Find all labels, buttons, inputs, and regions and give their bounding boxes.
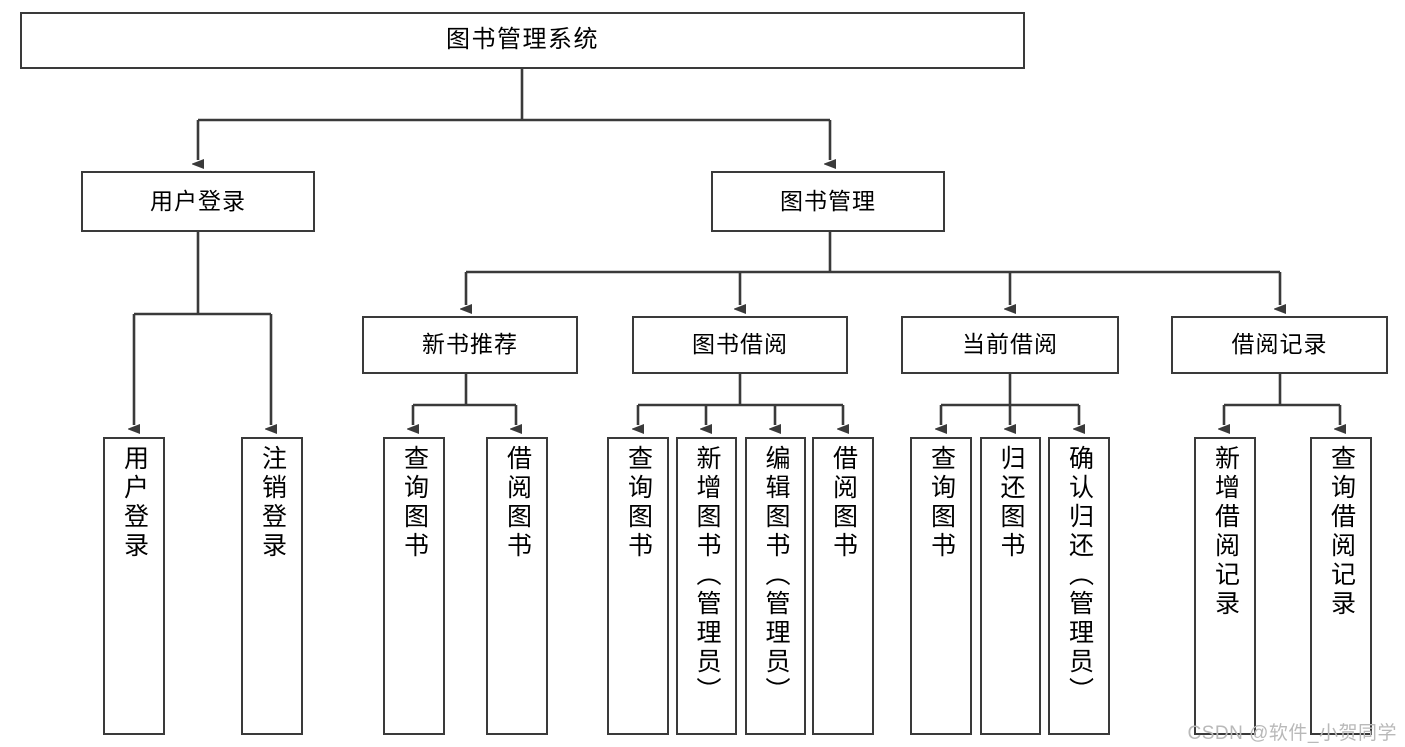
node-leaf-add-borrow-record[interactable]: 新增借阅记录	[1194, 437, 1256, 735]
node-label: 当前借阅	[962, 331, 1058, 358]
node-leaf-query-book-2[interactable]: 查询图书	[607, 437, 669, 735]
node-label: 图书管理系统	[446, 26, 599, 54]
node-label: 查询图书	[927, 445, 956, 561]
node-book-manage[interactable]: 图书管理	[711, 171, 945, 232]
node-leaf-query-borrow-record[interactable]: 查询借阅记录	[1310, 437, 1372, 735]
node-label: 确认归还（管理员）	[1065, 445, 1094, 706]
node-label: 新增借阅记录	[1211, 445, 1240, 619]
node-label: 归还图书	[997, 445, 1025, 561]
node-book-borrow[interactable]: 图书借阅	[632, 316, 848, 374]
node-leaf-return-book[interactable]: 归还图书	[980, 437, 1041, 735]
node-label: 新增图书（管理员）	[693, 445, 721, 706]
node-label: 借阅图书	[503, 445, 532, 561]
node-user-login[interactable]: 用户登录	[81, 171, 315, 232]
node-label: 查询借阅记录	[1327, 445, 1356, 619]
node-current-borrow[interactable]: 当前借阅	[901, 316, 1119, 374]
node-label: 图书借阅	[692, 331, 788, 358]
node-leaf-borrow-book-2[interactable]: 借阅图书	[812, 437, 874, 735]
node-label: 查询图书	[400, 445, 429, 561]
node-new-book-recommend[interactable]: 新书推荐	[362, 316, 578, 374]
node-label: 借阅图书	[829, 445, 858, 561]
node-leaf-confirm-return[interactable]: 确认归还（管理员）	[1048, 437, 1110, 735]
node-leaf-user-login[interactable]: 用户登录	[103, 437, 165, 735]
node-label: 新书推荐	[422, 331, 518, 358]
node-leaf-query-book-1[interactable]: 查询图书	[383, 437, 445, 735]
node-label: 查询图书	[624, 445, 653, 561]
node-label: 借阅记录	[1231, 331, 1328, 358]
node-root-system[interactable]: 图书管理系统	[20, 12, 1025, 69]
node-label: 用户登录	[150, 187, 246, 214]
node-leaf-edit-book[interactable]: 编辑图书（管理员）	[745, 437, 806, 735]
node-label: 用户登录	[120, 445, 149, 561]
node-leaf-logout-login[interactable]: 注销登录	[241, 437, 303, 735]
node-label: 编辑图书（管理员）	[762, 445, 790, 706]
node-leaf-add-book[interactable]: 新增图书（管理员）	[676, 437, 737, 735]
node-label: 注销登录	[258, 445, 287, 561]
node-label: 图书管理	[780, 187, 876, 214]
node-leaf-query-book-3[interactable]: 查询图书	[910, 437, 972, 735]
node-leaf-borrow-book-1[interactable]: 借阅图书	[486, 437, 548, 735]
node-borrow-record[interactable]: 借阅记录	[1171, 316, 1388, 374]
